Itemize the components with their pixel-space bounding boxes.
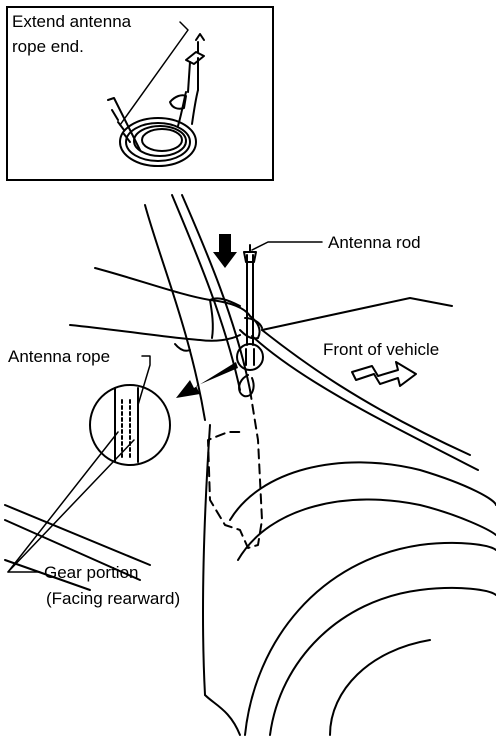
antenna-rope-label: Antenna rope (8, 347, 110, 366)
gear-portion-label: Gear portion (44, 563, 139, 582)
facing-rearward-label: (Facing rearward) (46, 589, 180, 608)
inset-caption-line1: Extend antenna (12, 12, 132, 31)
gear-portion-callout: Gear portion (Facing rearward) (7, 431, 180, 608)
magnify-arrow-icon (176, 362, 238, 398)
hidden-antenna-path (207, 389, 263, 549)
down-arrow-icon (213, 234, 237, 268)
front-direction-arrow-icon (351, 361, 417, 387)
front-of-vehicle-label: Front of vehicle (323, 340, 439, 359)
hand (69, 267, 263, 352)
inset-caption-line2: rope end. (12, 37, 84, 56)
antenna-rod (238, 244, 257, 398)
antenna-rod-label: Antenna rod (328, 233, 421, 252)
front-of-vehicle-callout: Front of vehicle (323, 340, 439, 359)
antenna-rod-callout: Antenna rod (251, 233, 421, 252)
rope-magnified-view (89, 384, 171, 466)
inset-panel: Extend antenna rope end. (6, 6, 274, 181)
antenna-rope-callout: Antenna rope (8, 347, 151, 406)
rod-detail-marker (236, 343, 264, 371)
vehicle-body (4, 194, 496, 736)
coiled-antenna-rope (107, 33, 205, 167)
